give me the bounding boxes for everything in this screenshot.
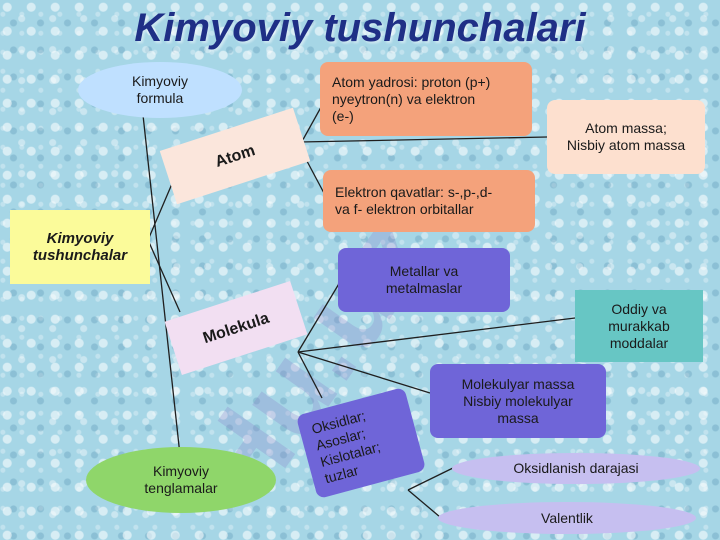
- node-molekulyar-massa: Molekulyar massa Nisbiy molekulyar massa: [430, 364, 606, 438]
- node-valentlik-text: Valentlik: [541, 509, 593, 526]
- node-oksidlanish-darajasi: Oksidlanish darajasi: [452, 453, 700, 484]
- node-kimyoviy-formula-text: Kimyoviy formula: [131, 73, 188, 106]
- node-metallar-text: Metallar va metalmaslar: [385, 263, 463, 296]
- line-molekula-metals: [297, 281, 341, 353]
- line-atom-mass: [299, 136, 548, 143]
- page-title: Kimyoviy tushunchalari: [134, 6, 586, 50]
- line-molekula-simple: [297, 317, 576, 353]
- line-molekula-classes: [297, 351, 323, 399]
- node-atom-mass: Atom massa; Nisbiy atom massa: [547, 100, 705, 174]
- node-oddiy-murakkab: Oddiy va murakkab moddalar: [575, 290, 703, 362]
- line-molekula-mass: [297, 351, 431, 394]
- node-kimyoviy-tushunchalar: Kimyoviy tushunchalar: [10, 210, 150, 284]
- node-kimyoviy-tushunchalar-text: Kimyoviy tushunchalar: [32, 230, 128, 264]
- node-atom-mass-text: Atom massa; Nisbiy atom massa: [566, 120, 686, 153]
- node-electron-shells-text: Elektron qavatlar: s-,p-,d- va f- elektr…: [335, 184, 493, 217]
- node-valentlik: Valentlik: [438, 502, 696, 534]
- node-molekula-text: Molekula: [200, 309, 272, 347]
- node-oksidlar-text: Oksidlar; Asoslar; Kislotalar; tuzlar: [309, 407, 383, 487]
- node-kimyoviy-formula: Kimyoviy formula: [78, 62, 242, 118]
- line-center-molekula: [147, 239, 181, 313]
- node-electron-shells: Elektron qavatlar: s-,p-,d- va f- elektr…: [323, 170, 535, 232]
- node-kimyoviy-tenglamalar: Kimyoviy tenglamalar: [86, 447, 276, 513]
- line-classes-valence: [407, 489, 441, 518]
- node-oksidlanish-darajasi-text: Oksidlanish darajasi: [513, 460, 639, 476]
- node-atom-text: Atom: [212, 141, 258, 171]
- node-atom-nucleus: Atom yadrosi: proton (p+) nyeytron(n) va…: [320, 62, 532, 136]
- node-atom-nucleus-text: Atom yadrosi: proton (p+) nyeytron(n) va…: [332, 73, 491, 124]
- node-molekulyar-massa-text: Molekulyar massa Nisbiy molekulyar massa: [461, 375, 575, 426]
- node-kimyoviy-tenglamalar-text: Kimyoviy tenglamalar: [144, 463, 218, 496]
- line-classes-oxidation: [407, 466, 456, 491]
- node-oddiy-murakkab-text: Oddiy va murakkab moddalar: [608, 300, 670, 351]
- line-formula-equations: [142, 114, 181, 456]
- node-metallar: Metallar va metalmaslar: [338, 248, 510, 312]
